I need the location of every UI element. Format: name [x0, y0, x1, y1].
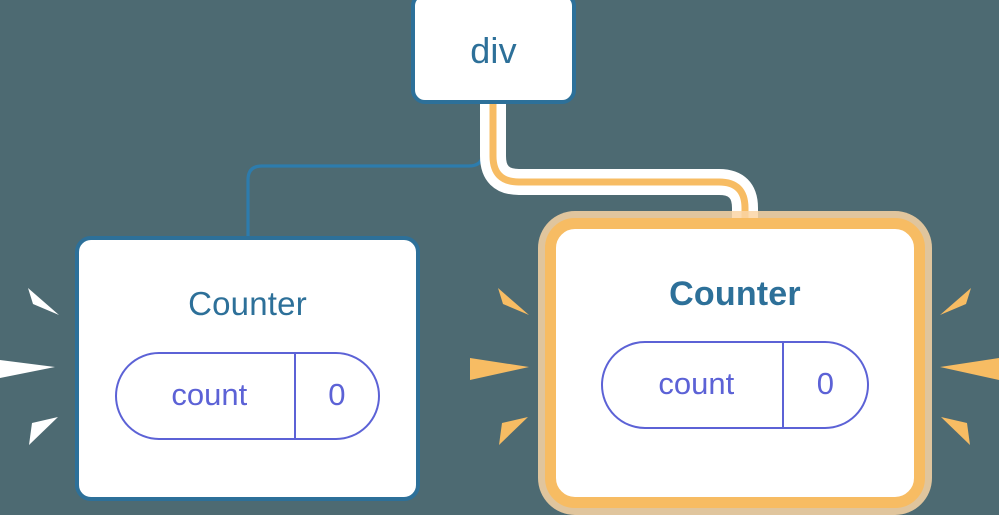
- sparkle-ray-icon: [940, 358, 999, 380]
- state-value-label: 0: [816, 366, 834, 401]
- sparkle-ray-icon: [470, 358, 529, 380]
- state-pill-count-left[interactable]: count 0: [115, 352, 380, 440]
- state-pill-value-cell: 0: [296, 354, 378, 438]
- state-value-label: 0: [328, 377, 346, 412]
- node-counter-left[interactable]: Counter count 0: [75, 236, 420, 501]
- state-pill-name-cell: count: [117, 354, 294, 438]
- edge-root-to-counter-right: [489, 100, 749, 232]
- node-counter-right-label: Counter: [669, 275, 801, 313]
- sparkle-ray-icon: [940, 288, 971, 315]
- sparkle-rays-right-counter-right-orange: [940, 288, 999, 445]
- state-name-label: count: [171, 377, 248, 412]
- node-counter-right[interactable]: Counter count 0: [545, 218, 925, 508]
- sparkle-ray-icon: [29, 417, 58, 445]
- edge-root-to-counter-right-halo: [480, 100, 758, 232]
- node-counter-left-label: Counter: [188, 285, 307, 322]
- state-pill-count-right[interactable]: count 0: [601, 341, 869, 429]
- node-div[interactable]: div: [411, 0, 576, 104]
- sparkle-ray-icon: [498, 288, 529, 315]
- state-name-label: count: [658, 366, 735, 401]
- state-pill-value-cell: 0: [784, 343, 867, 427]
- sparkle-rays-left-counter-white: [0, 288, 59, 445]
- edge-root-to-counter-left: [246, 101, 485, 238]
- sparkle-rays-right-counter-left-orange: [470, 288, 529, 445]
- sparkle-ray-icon: [499, 417, 528, 445]
- sparkle-ray-icon: [28, 288, 59, 315]
- state-pill-divider: [293, 354, 296, 438]
- state-pill-divider: [781, 343, 784, 427]
- sparkle-ray-icon: [0, 360, 55, 378]
- node-div-label: div: [470, 30, 517, 71]
- state-pill-name-cell: count: [603, 343, 782, 427]
- sparkle-ray-icon: [941, 417, 970, 445]
